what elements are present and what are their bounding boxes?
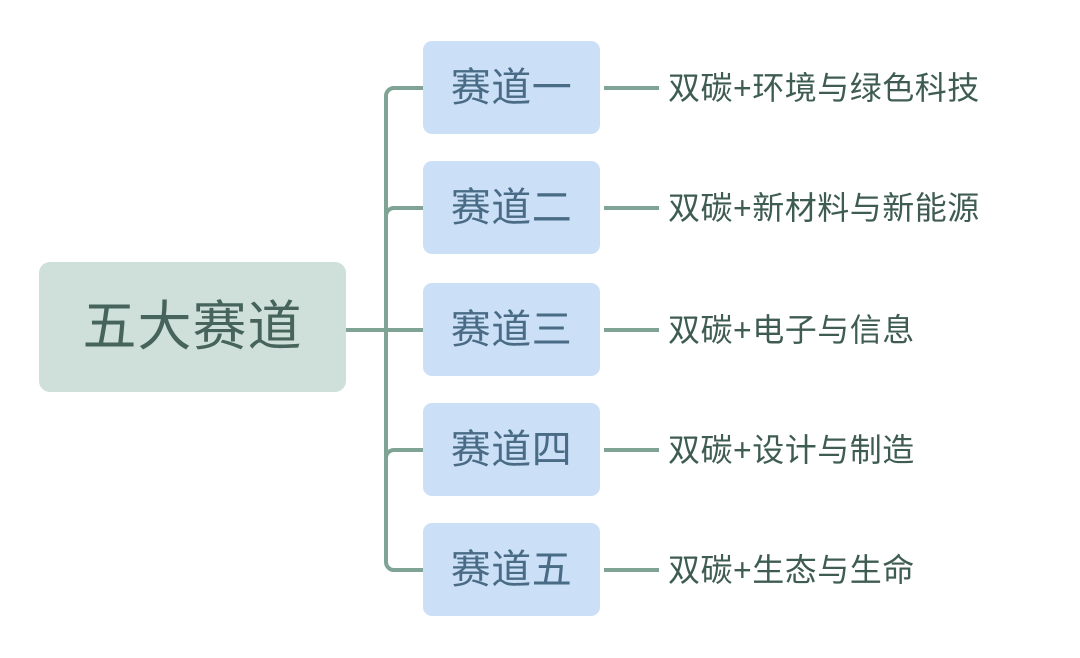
leaf-label-2: 双碳+新材料与新能源 xyxy=(668,190,980,226)
leaf-label-5: 双碳+生态与生命 xyxy=(668,552,915,588)
branch-node-4[interactable]: 赛道四 xyxy=(423,403,600,496)
branch-node-label: 赛道五 xyxy=(450,547,573,592)
branch-node-5[interactable]: 赛道五 xyxy=(423,523,600,616)
branch-node-3[interactable]: 赛道三 xyxy=(423,283,600,376)
root-node[interactable]: 五大赛道 xyxy=(39,262,346,392)
branch-elbow-5 xyxy=(384,561,423,572)
branch-elbow-2 xyxy=(384,206,423,217)
branch-node-label: 赛道二 xyxy=(450,185,573,230)
branch-elbow-4 xyxy=(384,448,423,459)
branch-node-label: 赛道一 xyxy=(450,65,573,110)
branch-node-label: 赛道四 xyxy=(450,427,573,472)
branch-node-2[interactable]: 赛道二 xyxy=(423,161,600,254)
root-node-label: 五大赛道 xyxy=(82,297,303,357)
leaf-label-1: 双碳+环境与绿色科技 xyxy=(668,70,980,106)
branch-elbow-1 xyxy=(384,86,423,97)
branch-node-label: 赛道三 xyxy=(450,307,573,352)
leaf-label-4: 双碳+设计与制造 xyxy=(668,432,915,468)
leaf-label-3: 双碳+电子与信息 xyxy=(668,312,915,348)
branch-node-1[interactable]: 赛道一 xyxy=(423,41,600,134)
